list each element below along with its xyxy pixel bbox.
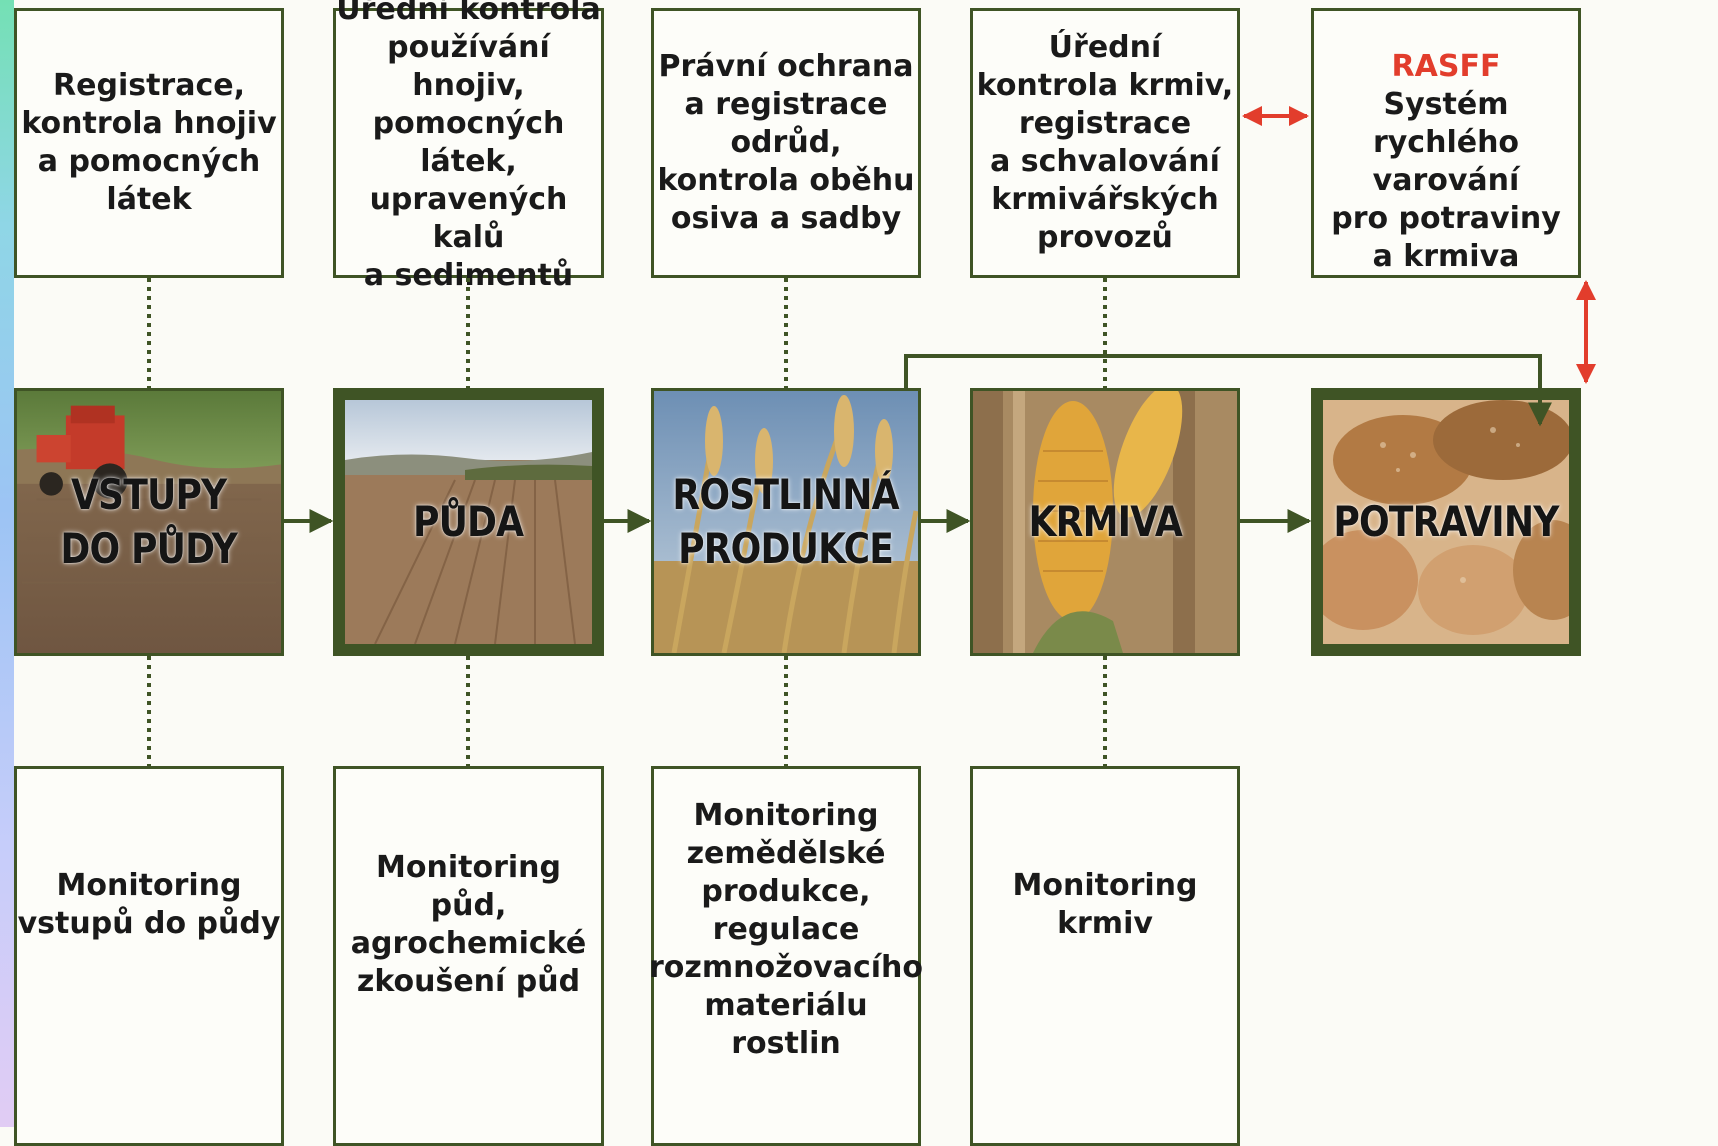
- plowed-field-photo: [345, 400, 592, 644]
- top-box-feed-control: Úřední kontrola krmiv, registrace a schv…: [970, 8, 1240, 278]
- bread-loaves-photo: [1323, 400, 1569, 644]
- stage-soil: PŮDA: [333, 388, 604, 656]
- bottom-box-soil-monitoring: Monitoring půd, agrochemické zkoušení pů…: [333, 766, 604, 1146]
- left-gradient-strip: [0, 0, 14, 1127]
- stage-label-feed: KRMIVA: [1028, 497, 1182, 546]
- wheat-ears-photo: [654, 391, 918, 653]
- stage-plant-production: ROSTLINNÁ PRODUKCE: [651, 388, 921, 656]
- corn-cobs-photo: [973, 391, 1237, 653]
- stage-food: POTRAVINY: [1311, 388, 1581, 656]
- rasff-title: RASFF: [1391, 49, 1501, 84]
- top-box-fertilizer-registration: Registrace, kontrola hnojiv a pomocných …: [14, 8, 284, 278]
- stage-label-soil-inputs: VSTUPY DO PŮDY: [60, 470, 238, 573]
- bottom-box-production-monitoring: Monitoring zemědělské produkce, regulace…: [649, 766, 923, 1146]
- stage-soil-inputs: VSTUPY DO PŮDY: [14, 388, 284, 656]
- stage-label-food: POTRAVINY: [1333, 497, 1559, 546]
- rasff-description: Systém rychlého varování pro potraviny a…: [1331, 87, 1561, 274]
- stage-label-plant-production: ROSTLINNÁ PRODUKCE: [672, 470, 900, 573]
- stage-label-soil: PŮDA: [413, 497, 524, 546]
- stage-feed: KRMIVA: [970, 388, 1240, 656]
- bottom-box-feed-monitoring: Monitoring krmiv: [970, 766, 1240, 1146]
- tractor-field-photo: [17, 391, 281, 653]
- top-box-variety-protection: Právní ochrana a registrace odrůd, kontr…: [651, 8, 921, 278]
- bottom-box-inputs-monitoring: Monitoring vstupů do půdy: [14, 766, 284, 1146]
- dotted-connectors: [147, 278, 1107, 766]
- top-box-fertilizer-use-control: Úřední kontrola používání hnojiv, pomocn…: [333, 0, 604, 293]
